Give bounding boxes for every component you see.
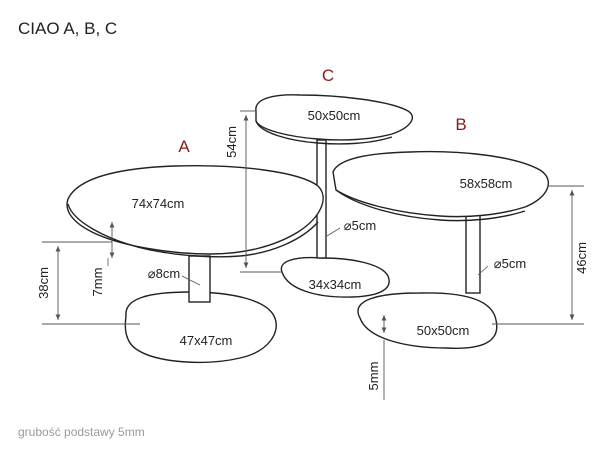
table-b-top-label: 58x58cm [460, 176, 513, 191]
footer-note: grubość podstawy 5mm [18, 425, 145, 439]
table-b [332, 150, 550, 349]
table-a-base-label: 47x47cm [180, 333, 233, 348]
table-a-height-label: 38cm [36, 267, 51, 299]
table-a-letter: A [178, 137, 190, 156]
table-c-top-label: 50x50cm [308, 108, 361, 123]
table-a-thickness-label: 7mm [90, 268, 105, 297]
table-c-letter: C [322, 66, 334, 85]
table-b-letter: B [455, 115, 466, 134]
table-a-pillar-label: ⌀8cm [148, 266, 180, 281]
table-c-base-label: 34x34cm [309, 277, 362, 292]
table-c [255, 94, 413, 298]
table-a [66, 165, 324, 364]
table-a-pillar [188, 255, 211, 303]
diagram-title: CIAO A, B, C [18, 19, 117, 38]
table-a-top [66, 165, 324, 255]
table-b-base [357, 292, 498, 349]
table-c-base [280, 256, 390, 298]
table-b-top [332, 150, 550, 218]
table-b-pillar-label: ⌀5cm [494, 256, 526, 271]
table-c-pillar-label: ⌀5cm [344, 218, 376, 233]
table-b-height-label: 46cm [574, 242, 589, 274]
table-b-base-label: 50x50cm [417, 323, 470, 338]
table-c-height-label: 54cm [224, 126, 239, 158]
table-c-top [255, 94, 413, 141]
table-a-base [124, 291, 277, 364]
base-thickness-label: 5mm [366, 362, 381, 391]
table-b-pillar [465, 214, 481, 294]
table-a-top-label: 74x74cm [132, 196, 185, 211]
